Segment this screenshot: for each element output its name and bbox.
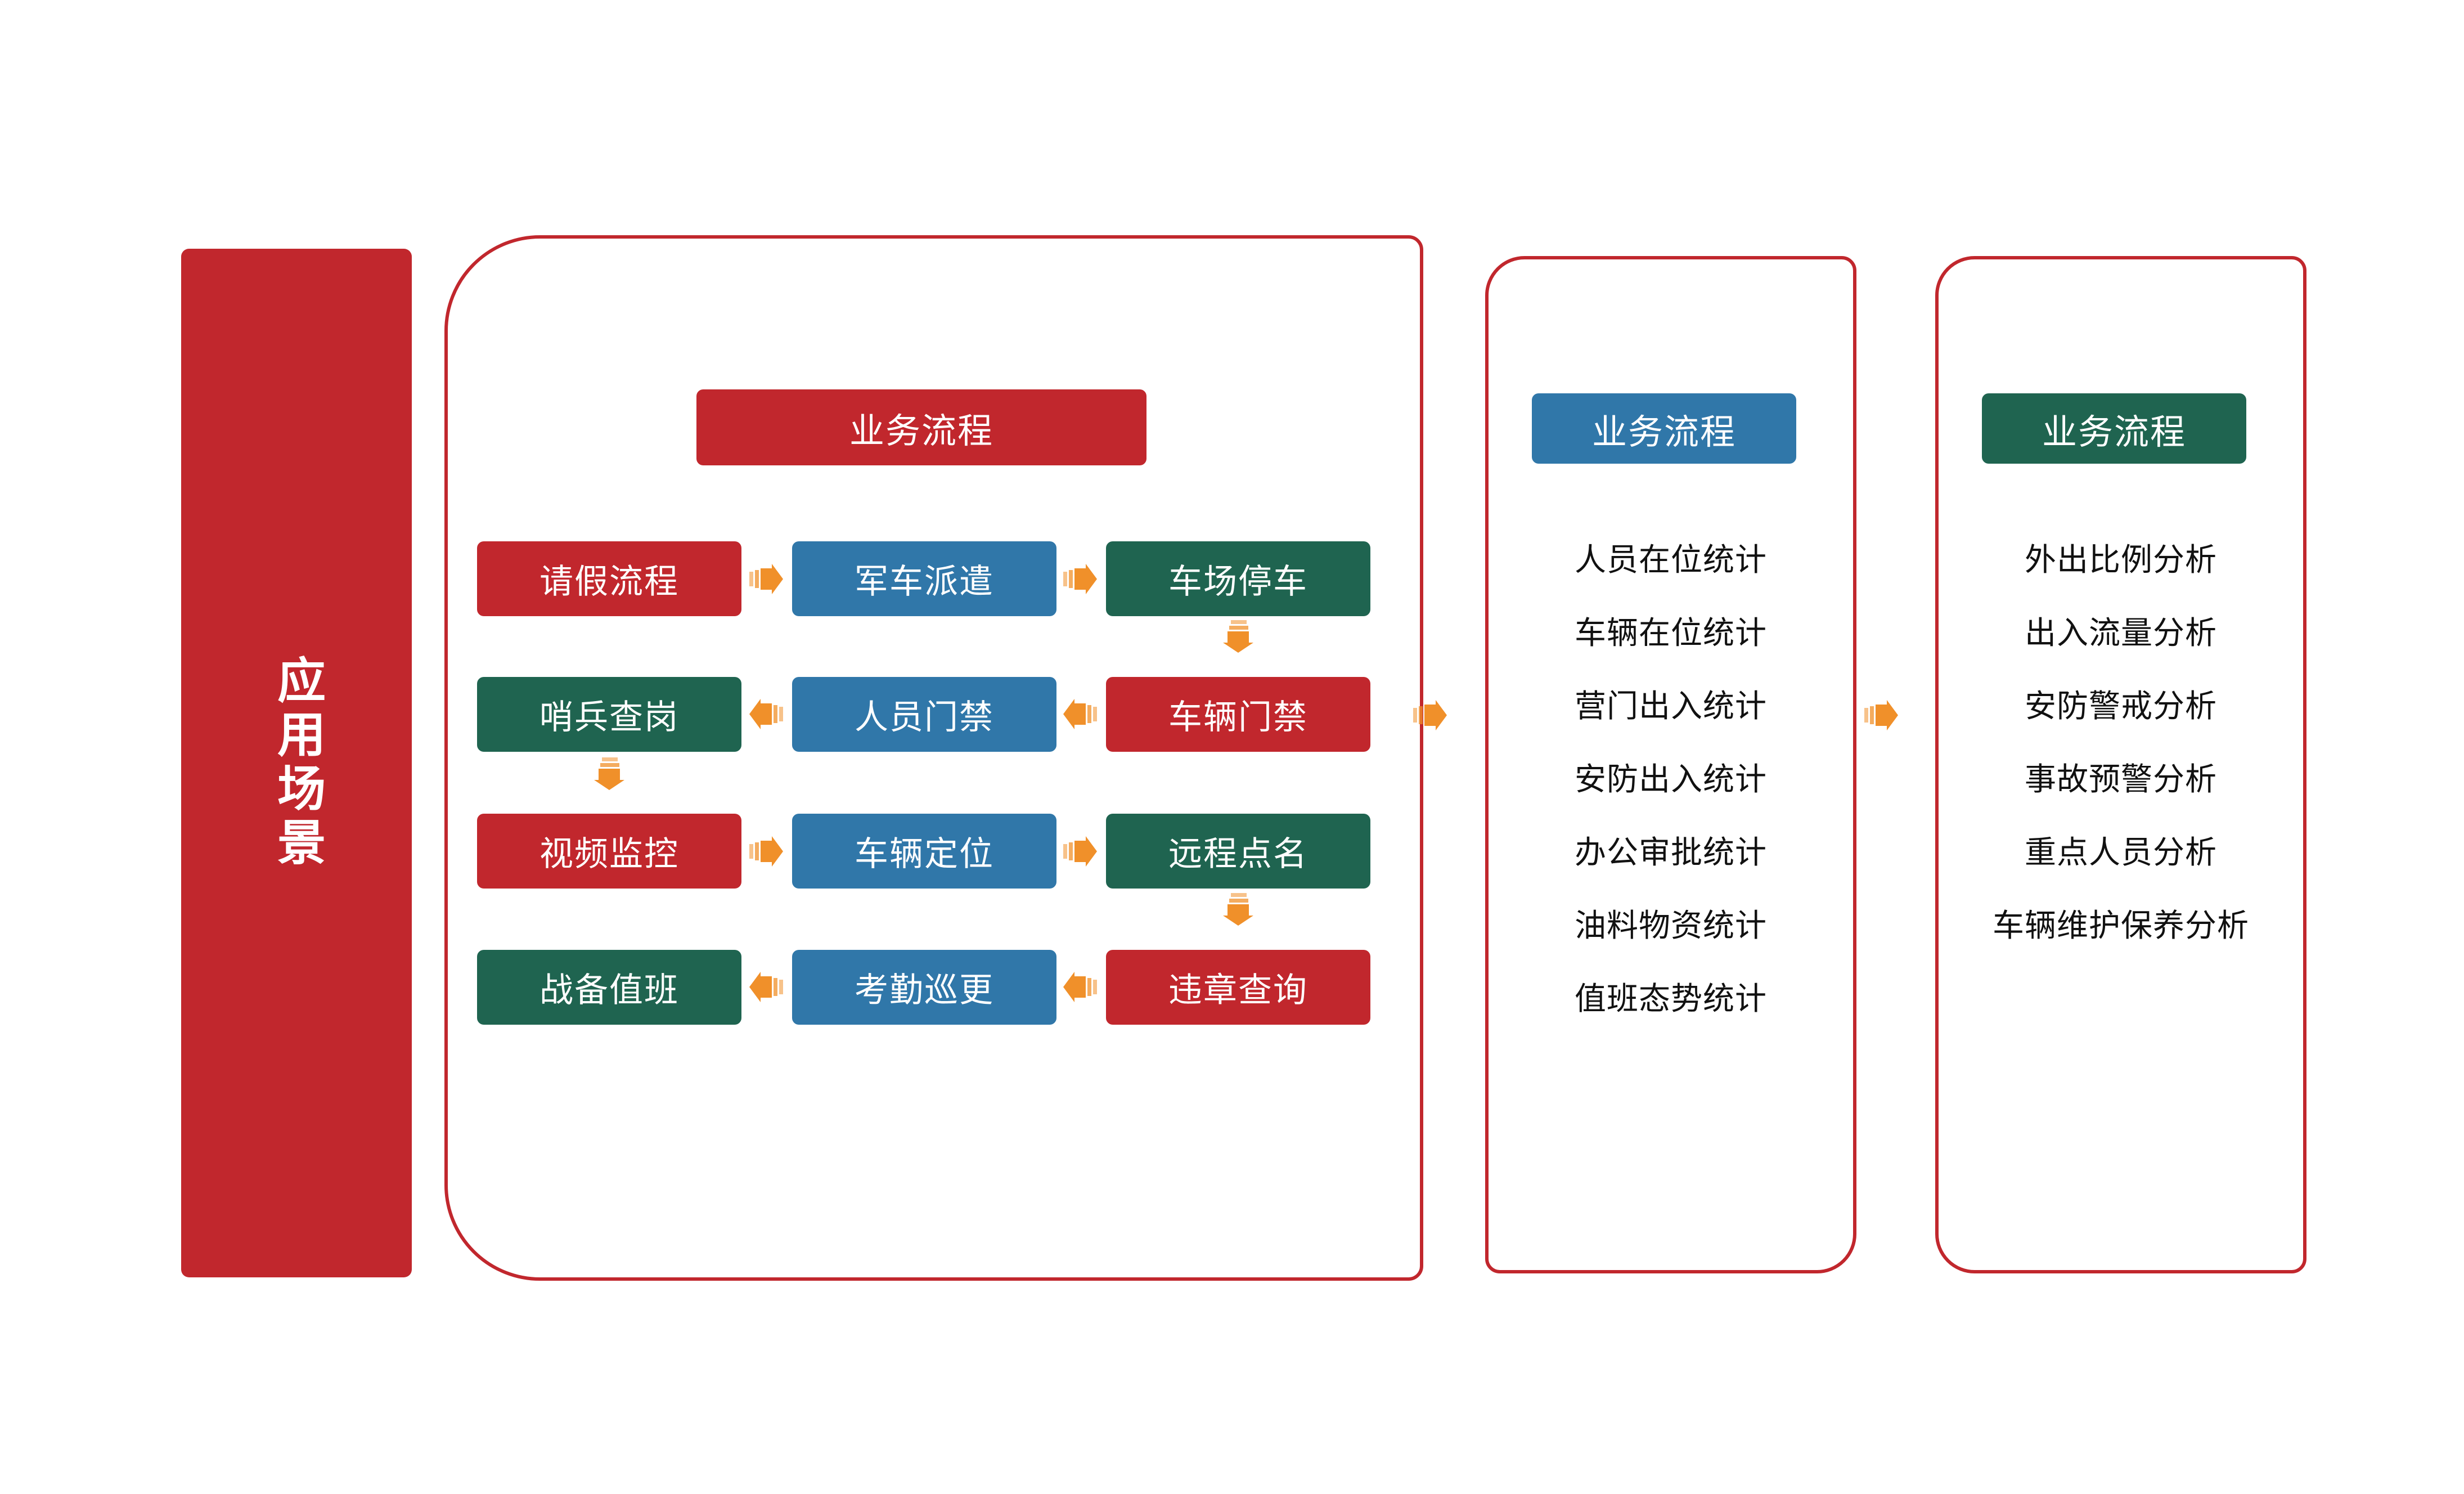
arrow-down-icon [592,756,628,791]
flow-panel-title: 业务流程 [696,389,1146,465]
list-item: 重点人员分析 [2025,835,2217,870]
list-item: 出入流量分析 [2025,615,2217,650]
process-box-qingjialiucheng[interactable]: 请假流程 [477,541,741,616]
process-box-shipinjiankong[interactable]: 视频监控 [477,814,741,889]
analysis-list: 外出比例分析 出入流量分析 安防警戒分析 事故预警分析 重点人员分析 车辆维护保… [1946,523,2295,962]
list-item: 事故预警分析 [2025,761,2217,797]
application-scenario-label: 应用场景 [269,655,324,871]
arrow-down-icon [1221,619,1257,654]
list-item: 油料物资统计 [1575,908,1767,943]
list-item: 值班态势统计 [1575,981,1767,1016]
arrow-right-icon [1863,698,1899,733]
process-box-zhanbeizhiban[interactable]: 战备值班 [477,950,741,1025]
list-item: 车辆维护保养分析 [1993,908,2249,943]
arrow-left-icon [748,697,784,732]
process-box-kaoqinxungeng[interactable]: 考勤巡更 [792,950,1056,1025]
process-box-checangtingche[interactable]: 车场停车 [1106,541,1370,616]
statistics-list: 人员在位统计 车辆在位统计 营门出入统计 安防出入统计 办公审批统计 油料物资统… [1496,523,1845,1035]
list-item: 安防出入统计 [1575,761,1767,797]
process-box-weizhangchaxun[interactable]: 违章查询 [1106,950,1370,1025]
process-box-cheliangdingwei[interactable]: 车辆定位 [792,814,1056,889]
arrow-down-icon [1221,892,1257,927]
arrow-left-icon [748,970,784,1004]
process-box-yuanchengdianming[interactable]: 远程点名 [1106,814,1370,889]
arrow-right-icon [1412,698,1448,733]
list-item: 人员在位统计 [1575,542,1767,577]
process-box-shaobingchagang[interactable]: 哨兵查岗 [477,677,741,752]
arrow-right-icon [1062,834,1098,869]
stats-panel-title: 业务流程 [1532,393,1796,464]
list-item: 外出比例分析 [2025,542,2217,577]
arrow-left-icon [1062,970,1098,1004]
list-item: 车辆在位统计 [1575,615,1767,650]
process-box-cheliangmenjin[interactable]: 车辆门禁 [1106,677,1370,752]
application-scenario-banner: 应用场景 [181,249,412,1277]
arrow-right-icon [1062,562,1098,596]
arrow-right-icon [748,834,784,869]
arrow-left-icon [1062,697,1098,732]
list-item: 办公审批统计 [1575,835,1767,870]
analysis-panel-title: 业务流程 [1982,393,2246,464]
list-item: 安防警戒分析 [2025,688,2217,724]
list-item: 营门出入统计 [1575,688,1767,724]
process-box-juncepaiqian[interactable]: 军车派遣 [792,541,1056,616]
arrow-right-icon [748,562,784,596]
process-box-renyuanmenjin[interactable]: 人员门禁 [792,677,1056,752]
